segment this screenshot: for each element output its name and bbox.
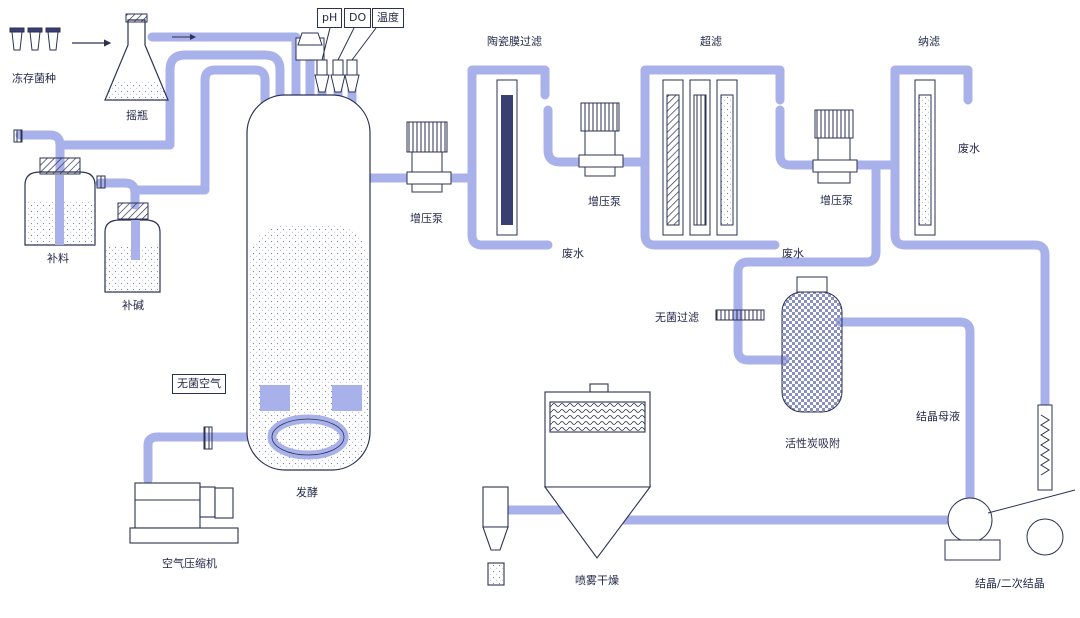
air-compressor: [129, 482, 239, 544]
nanofiltration-column: [914, 79, 936, 236]
ceramic-membrane-column: [496, 79, 518, 236]
ceramic-membrane-label: 陶瓷膜过滤: [487, 35, 542, 48]
frozen-strain-label: 冻存菌种: [12, 72, 56, 85]
fermenter: [246, 32, 371, 471]
activated-carbon-label: 活性炭吸附: [785, 437, 840, 450]
shake-flask-label: 摇瓶: [126, 109, 148, 122]
spray-drying-label: 喷雾干燥: [575, 574, 619, 587]
sterile-air-callout: 无菌空气: [172, 374, 226, 394]
waste-water-2-label: 废水: [782, 247, 804, 260]
booster-pump-3-label: 增压泵: [820, 194, 853, 207]
nanofiltration-label: 纳滤: [918, 35, 940, 48]
alkali-bottle: [96, 175, 161, 293]
alkali-label: 补碱: [122, 299, 144, 312]
do-sensor-label: DO: [344, 8, 372, 28]
sensor-heads: [314, 27, 377, 93]
frozen-strain-tubes: [9, 27, 61, 51]
ultrafiltration-label: 超滤: [700, 35, 722, 48]
feed-label: 补料: [47, 252, 69, 265]
feed-bottle: [13, 129, 96, 246]
ultrafiltration-columns: [662, 79, 738, 236]
booster-pumps: [406, 102, 858, 193]
spray-dryer: [482, 383, 652, 586]
ph-sensor-label: pH: [317, 8, 343, 28]
booster-pump-2-label: 增压泵: [588, 195, 621, 208]
crystallizer: [944, 404, 1076, 561]
temperature-sensor-label: 温度: [372, 8, 404, 28]
mother-liquor-label: 结晶母液: [916, 410, 960, 423]
crystallization-label: 结晶/二次结晶: [975, 577, 1045, 590]
pipes: [15, 32, 1050, 525]
sterile-air-filter: [203, 426, 213, 450]
activated-carbon-tank: [781, 276, 843, 413]
waste-water-3-label: 废水: [958, 142, 980, 155]
air-compressor-label: 空气压缩机: [162, 557, 217, 570]
waste-water-1-label: 废水: [562, 247, 584, 260]
booster-pump-1-label: 增压泵: [410, 212, 443, 225]
fermentation-label: 发酵: [296, 486, 318, 499]
sterile-filtration-label: 无菌过滤: [655, 311, 699, 324]
sterile-filter: [715, 309, 765, 321]
shake-flask: [104, 13, 169, 101]
